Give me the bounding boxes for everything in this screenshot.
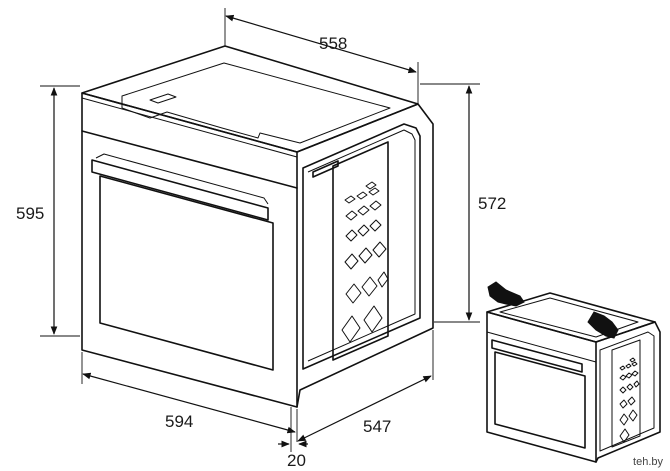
dim-label-20: 20	[287, 451, 306, 470]
control-panel-line	[81, 130, 298, 189]
small-oven-front	[486, 311, 597, 463]
door-window	[99, 175, 274, 371]
oven-top-recess	[121, 62, 391, 144]
small-oven-handle	[491, 339, 583, 373]
small-oven-window	[494, 351, 586, 449]
dim-line-558	[225, 14, 417, 74]
vent-diamonds	[341, 181, 389, 343]
main-oven	[81, 45, 434, 408]
dim-label-594: 594	[165, 412, 193, 431]
door-handle	[91, 159, 269, 221]
dimension-lines	[40, 8, 480, 452]
left-hand-icon	[487, 281, 525, 307]
small-side-vent	[611, 339, 641, 448]
dim-line-547	[297, 375, 432, 442]
dim-label-572: 572	[478, 194, 506, 213]
small-vent-diamonds	[619, 357, 640, 443]
dim-label-595: 595	[16, 204, 44, 223]
dim-label-558: 558	[319, 34, 347, 53]
dim-label-547: 547	[363, 417, 391, 436]
side-slot	[312, 160, 339, 178]
installation-view	[486, 281, 661, 463]
watermark: teh.by	[630, 455, 666, 469]
side-vent-panel	[332, 141, 389, 361]
right-hand-icon	[587, 311, 619, 339]
dim-line-594	[82, 372, 296, 434]
oven-side-panel	[296, 103, 434, 408]
side-recess	[302, 123, 421, 370]
small-oven-side	[595, 321, 661, 463]
